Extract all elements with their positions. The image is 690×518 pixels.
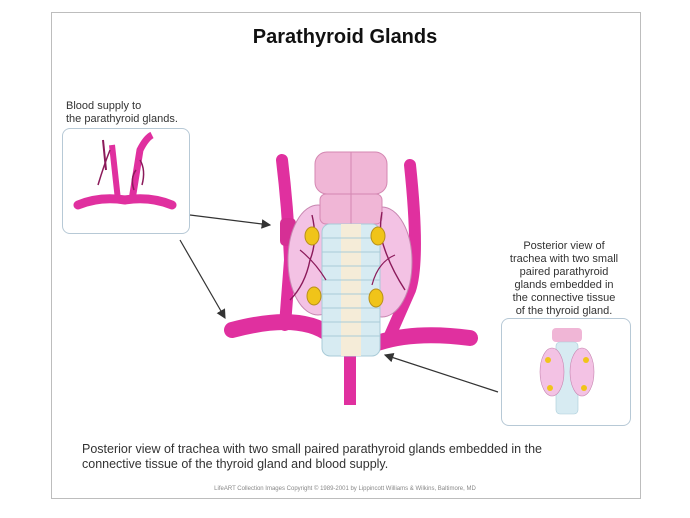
posterior-view-line2: trachea with two small — [509, 253, 619, 265]
inset-blood-vessels — [73, 131, 177, 210]
parathyroid-glands — [304, 226, 386, 308]
trachea — [321, 223, 381, 357]
posterior-view-line1: Posterior view of — [523, 240, 605, 252]
posterior-view-line5: the connective tissue — [512, 292, 616, 304]
caption-line1: Posterior view of trachea with two small… — [82, 442, 542, 456]
caption: Posterior view of trachea with two small… — [82, 442, 602, 472]
blood-supply-label-line2: the parathyroid glands. — [66, 113, 178, 125]
larynx-cartilage — [314, 151, 388, 225]
posterior-view-line3: paired parathyroid — [519, 266, 609, 278]
inset-posterior-anatomy — [539, 328, 595, 415]
posterior-view-line6: of the thyroid gland. — [515, 305, 613, 317]
blood-supply-inset — [62, 128, 190, 234]
blood-supply-label-line1: Blood supply to — [66, 100, 142, 112]
diagram-title: Parathyroid Glands — [252, 26, 438, 48]
caption-line2: connective tissue of the thyroid gland a… — [82, 457, 389, 471]
posterior-view-line4: glands embedded in — [514, 279, 614, 291]
pointer-arrows — [179, 214, 499, 393]
posterior-view-label: Posterior view of trachea with two small… — [505, 240, 623, 318]
blood-supply-label: Blood supply to the parathyroid glands. — [66, 100, 206, 126]
copyright-credit: LifeART Collection Images Copyright © 19… — [214, 486, 476, 492]
